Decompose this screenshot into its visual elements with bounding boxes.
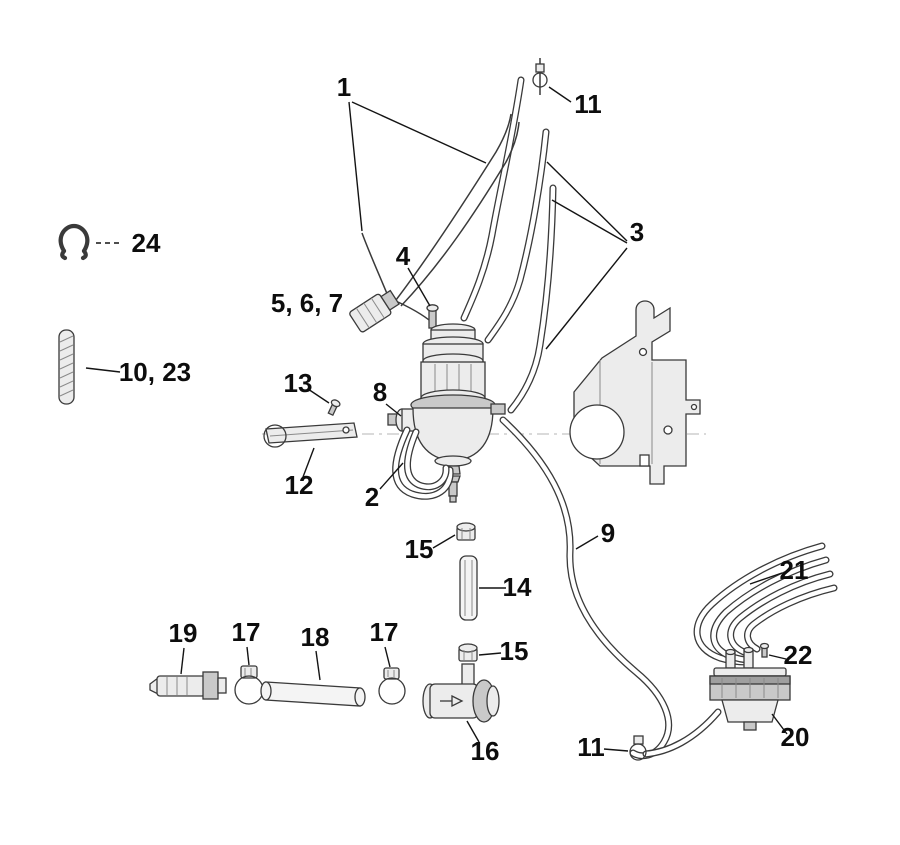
leader-lines bbox=[85, 86, 788, 752]
callout-24: 24 bbox=[132, 228, 161, 258]
oil-injection-pump bbox=[410, 323, 506, 503]
check-valve bbox=[422, 663, 500, 723]
callout-9: 9 bbox=[601, 518, 615, 548]
callout-17-left: 17 bbox=[232, 617, 261, 647]
callout-12: 12 bbox=[285, 470, 314, 500]
callout-11-top: 11 bbox=[574, 89, 602, 119]
oil-pump bbox=[709, 642, 791, 731]
flow-arrow-icon bbox=[451, 694, 464, 708]
callout-5-6-7: 5, 6, 7 bbox=[271, 288, 343, 318]
hose-clamp-right bbox=[378, 667, 406, 705]
callout-labels: 1 11 3 24 4 5, 6, 7 10, 23 13 8 12 2 9 1… bbox=[119, 72, 813, 766]
callout-20: 20 bbox=[781, 722, 810, 752]
connector-tube bbox=[459, 555, 478, 621]
hose-clamp-left bbox=[234, 665, 264, 705]
cap-upper bbox=[456, 522, 476, 541]
mounting-bracket bbox=[569, 300, 701, 485]
electrical-connector bbox=[349, 289, 400, 333]
callout-21: 21 bbox=[780, 555, 809, 585]
hose-segment bbox=[260, 681, 366, 707]
barb-fitting bbox=[149, 671, 227, 700]
callout-8: 8 bbox=[373, 377, 387, 407]
pump-outlet bbox=[490, 403, 506, 415]
wire-harness bbox=[361, 58, 541, 327]
callout-16: 16 bbox=[471, 736, 500, 766]
threaded-stud bbox=[58, 329, 75, 405]
callout-10-23: 10, 23 bbox=[119, 357, 191, 387]
callout-18: 18 bbox=[301, 622, 330, 652]
callout-3: 3 bbox=[630, 217, 644, 247]
callout-11-bottom: 11 bbox=[577, 732, 605, 762]
clamp-bracket bbox=[263, 422, 358, 448]
callout-15-upper: 15 bbox=[405, 534, 434, 564]
mount-bolt bbox=[426, 304, 439, 329]
cap-lower bbox=[458, 643, 478, 662]
retainer-clip bbox=[58, 223, 90, 261]
callout-17-right: 17 bbox=[370, 617, 399, 647]
wire-clamp-top bbox=[532, 63, 548, 88]
callout-2: 2 bbox=[365, 482, 379, 512]
bracket-cutout bbox=[569, 404, 625, 460]
callout-22: 22 bbox=[784, 640, 813, 670]
callout-19: 19 bbox=[169, 618, 198, 648]
callout-1: 1 bbox=[337, 72, 351, 102]
callout-13: 13 bbox=[284, 368, 313, 398]
callout-14: 14 bbox=[503, 572, 532, 602]
callout-4: 4 bbox=[396, 241, 411, 271]
pump-screw bbox=[761, 647, 768, 658]
wire-clamp-bottom bbox=[629, 735, 647, 761]
clamp-screw bbox=[327, 399, 341, 417]
callout-15-lower: 15 bbox=[500, 636, 529, 666]
